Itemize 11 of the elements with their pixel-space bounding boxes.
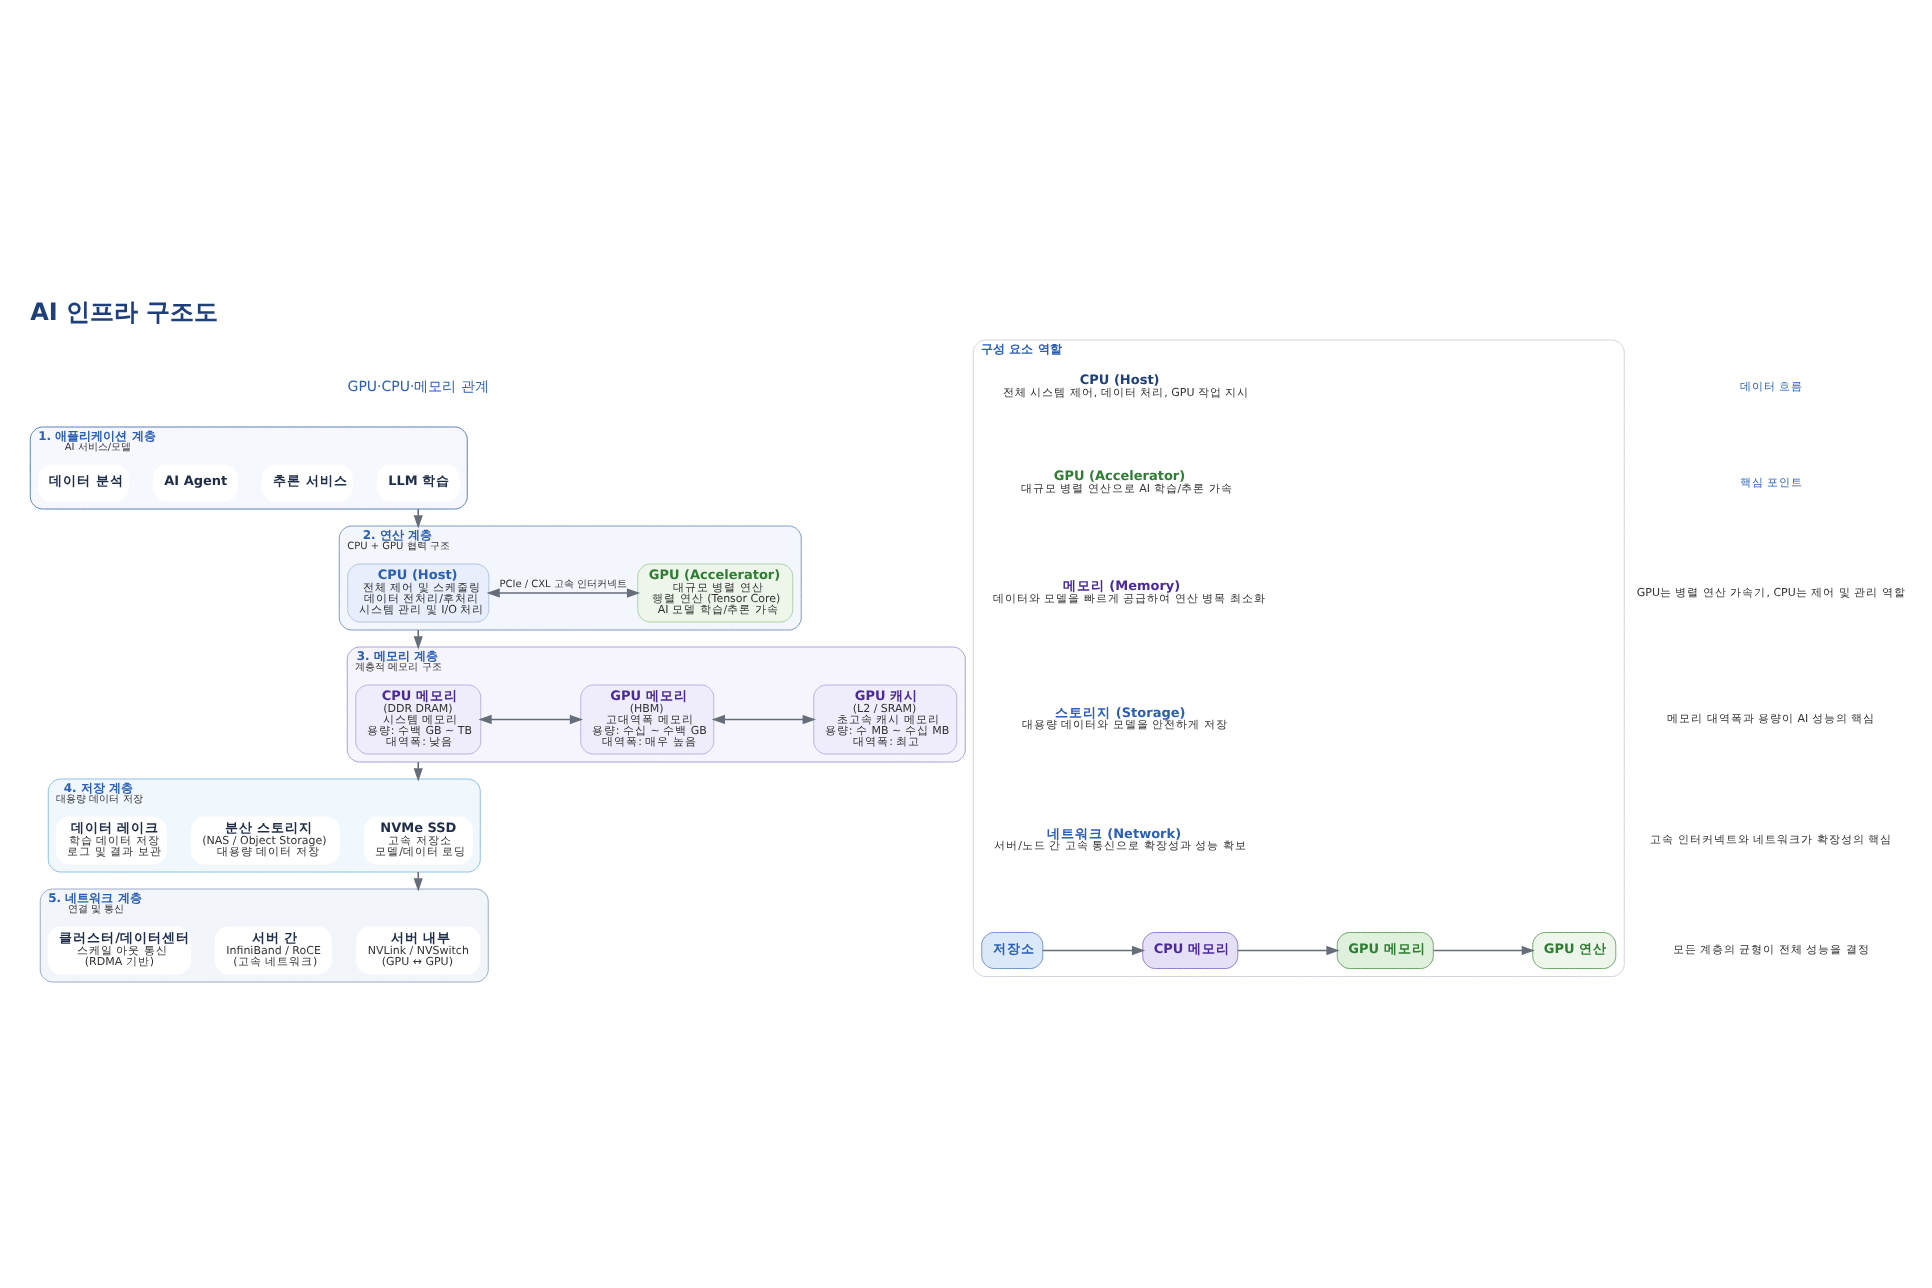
arrow xyxy=(413,508,423,529)
arrow xyxy=(413,871,423,892)
arrow xyxy=(1042,945,1146,956)
arrow xyxy=(413,629,423,650)
arrow xyxy=(1432,945,1535,956)
arrow xyxy=(478,714,584,725)
arrow xyxy=(486,588,641,598)
diagram-title: AI 인프라 구조도 xyxy=(30,298,219,327)
arrow xyxy=(413,761,423,782)
arrow xyxy=(711,714,816,725)
arrow xyxy=(1237,945,1340,956)
